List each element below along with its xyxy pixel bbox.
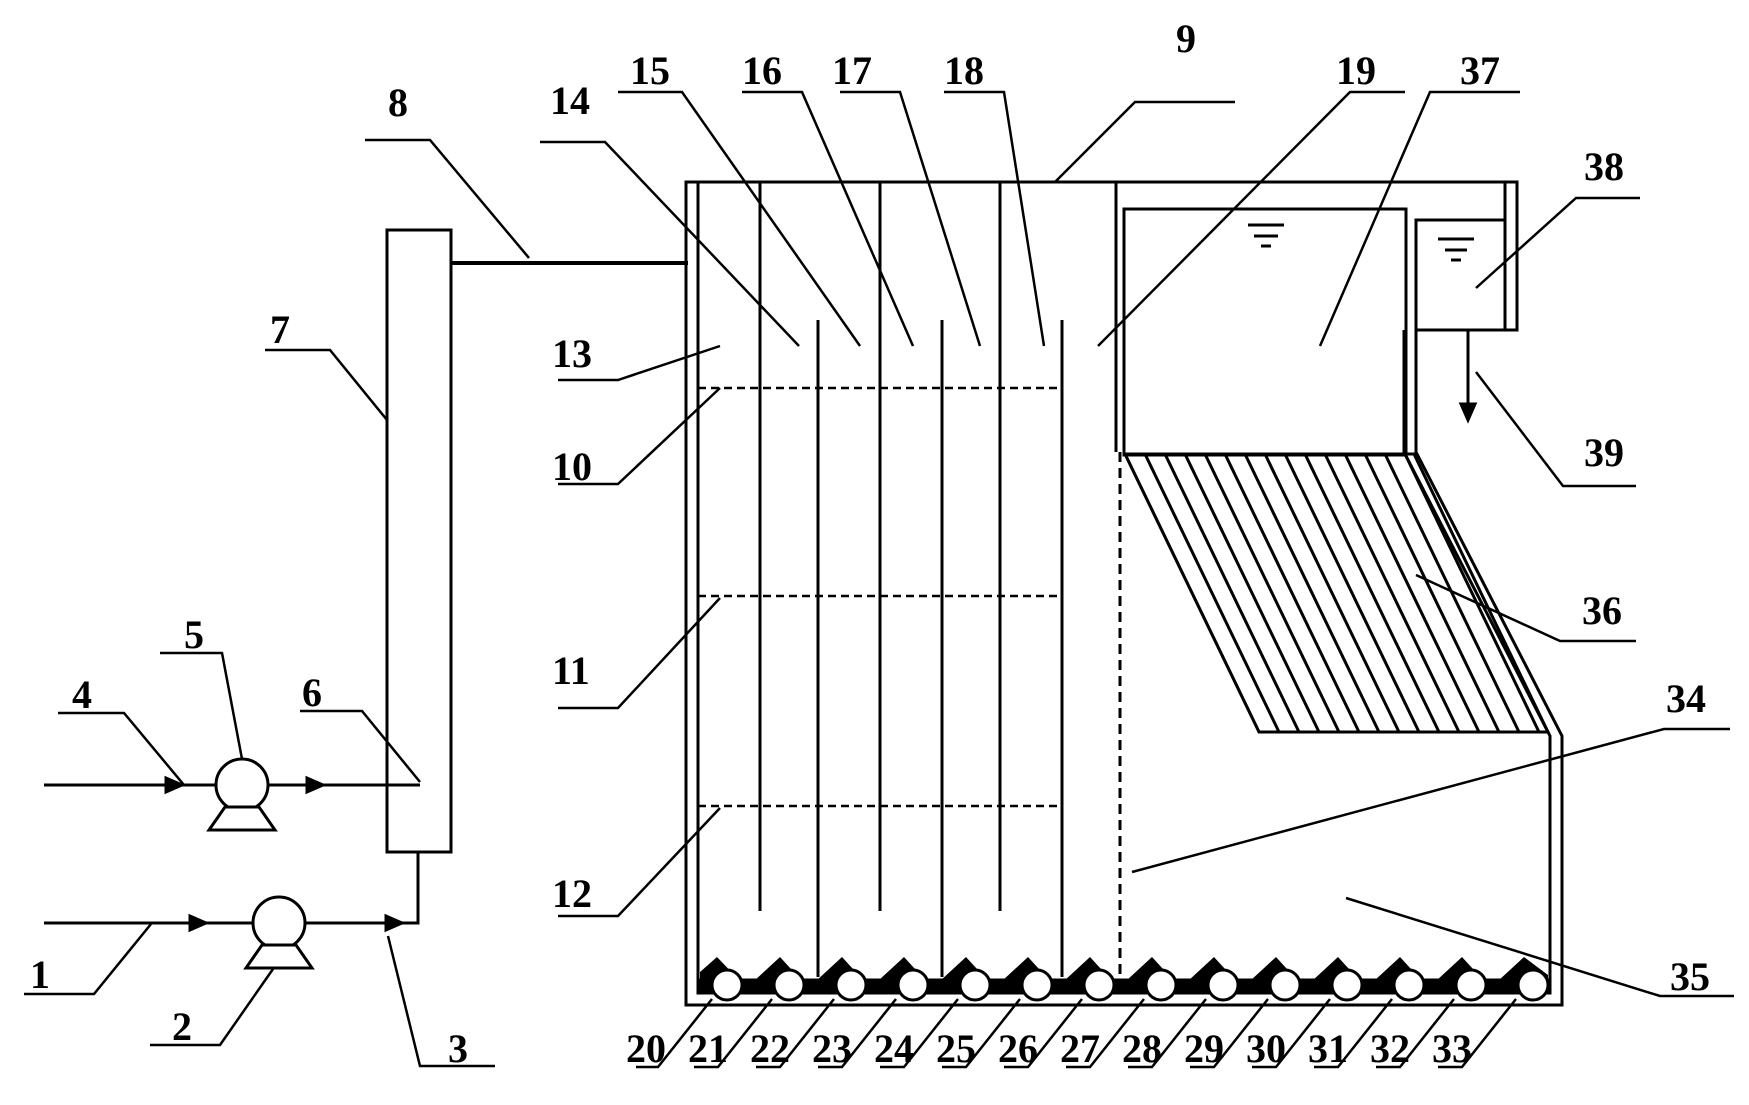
arrow-icon <box>384 913 406 933</box>
label-33: 33 <box>1432 1026 1472 1071</box>
label-35: 35 <box>1670 954 1710 999</box>
label-4: 4 <box>72 672 92 717</box>
label-6: 6 <box>302 670 322 715</box>
label-24: 24 <box>874 1026 914 1071</box>
label-31: 31 <box>1308 1026 1348 1071</box>
label-26: 26 <box>998 1026 1038 1071</box>
label-11: 11 <box>552 648 590 693</box>
arrow-icon <box>1458 402 1478 424</box>
pump-2 <box>243 895 315 970</box>
label-9: 9 <box>1176 16 1196 61</box>
label-15: 15 <box>630 48 670 93</box>
label-8: 8 <box>388 80 408 125</box>
label-14: 14 <box>550 78 590 123</box>
label-22: 22 <box>750 1026 790 1071</box>
aerator-discs <box>710 968 1550 1002</box>
inlet-pipe-1 <box>44 852 420 925</box>
mixing-column-7 <box>385 228 453 854</box>
label-13: 13 <box>552 331 592 376</box>
label-37: 37 <box>1460 48 1500 93</box>
label-18: 18 <box>944 48 984 93</box>
dashed-layers <box>698 386 1062 808</box>
label-29: 29 <box>1184 1026 1224 1071</box>
pump-5 <box>206 757 278 832</box>
label-3: 3 <box>448 1026 468 1071</box>
label-17: 17 <box>832 48 872 93</box>
label-38: 38 <box>1584 144 1624 189</box>
inclined-tube-settler-36 <box>1122 452 1551 734</box>
arrow-icon <box>305 775 327 795</box>
inclined-tubes <box>1125 454 1541 732</box>
label-12: 12 <box>552 871 592 916</box>
vertical-baffles <box>758 182 1064 977</box>
label-39: 39 <box>1584 430 1624 475</box>
label-7: 7 <box>270 307 290 352</box>
label-25: 25 <box>936 1026 976 1071</box>
label-10: 10 <box>552 444 592 489</box>
reactor-tank-9 <box>684 180 1564 1007</box>
label-30: 30 <box>1246 1026 1286 1071</box>
label-19: 19 <box>1336 48 1376 93</box>
label-21: 21 <box>688 1026 728 1071</box>
label-28: 28 <box>1122 1026 1162 1071</box>
label-20: 20 <box>626 1026 666 1071</box>
label-1: 1 <box>30 952 50 997</box>
label-27: 27 <box>1060 1026 1100 1071</box>
label-23: 23 <box>812 1026 852 1071</box>
label-5: 5 <box>184 612 204 657</box>
arrow-icon <box>188 913 210 933</box>
arrow-icon <box>164 775 186 795</box>
water-level-icon <box>1438 237 1474 262</box>
tank-inner-wall <box>696 182 1552 995</box>
water-level-icon <box>1248 223 1284 248</box>
label-32: 32 <box>1370 1026 1410 1071</box>
label-16: 16 <box>742 48 782 93</box>
leader-lines <box>24 90 1734 1069</box>
label-36: 36 <box>1582 588 1622 633</box>
label-34: 34 <box>1666 676 1706 721</box>
effluent-trough-38 <box>1414 218 1507 332</box>
label-2: 2 <box>172 1004 192 1049</box>
